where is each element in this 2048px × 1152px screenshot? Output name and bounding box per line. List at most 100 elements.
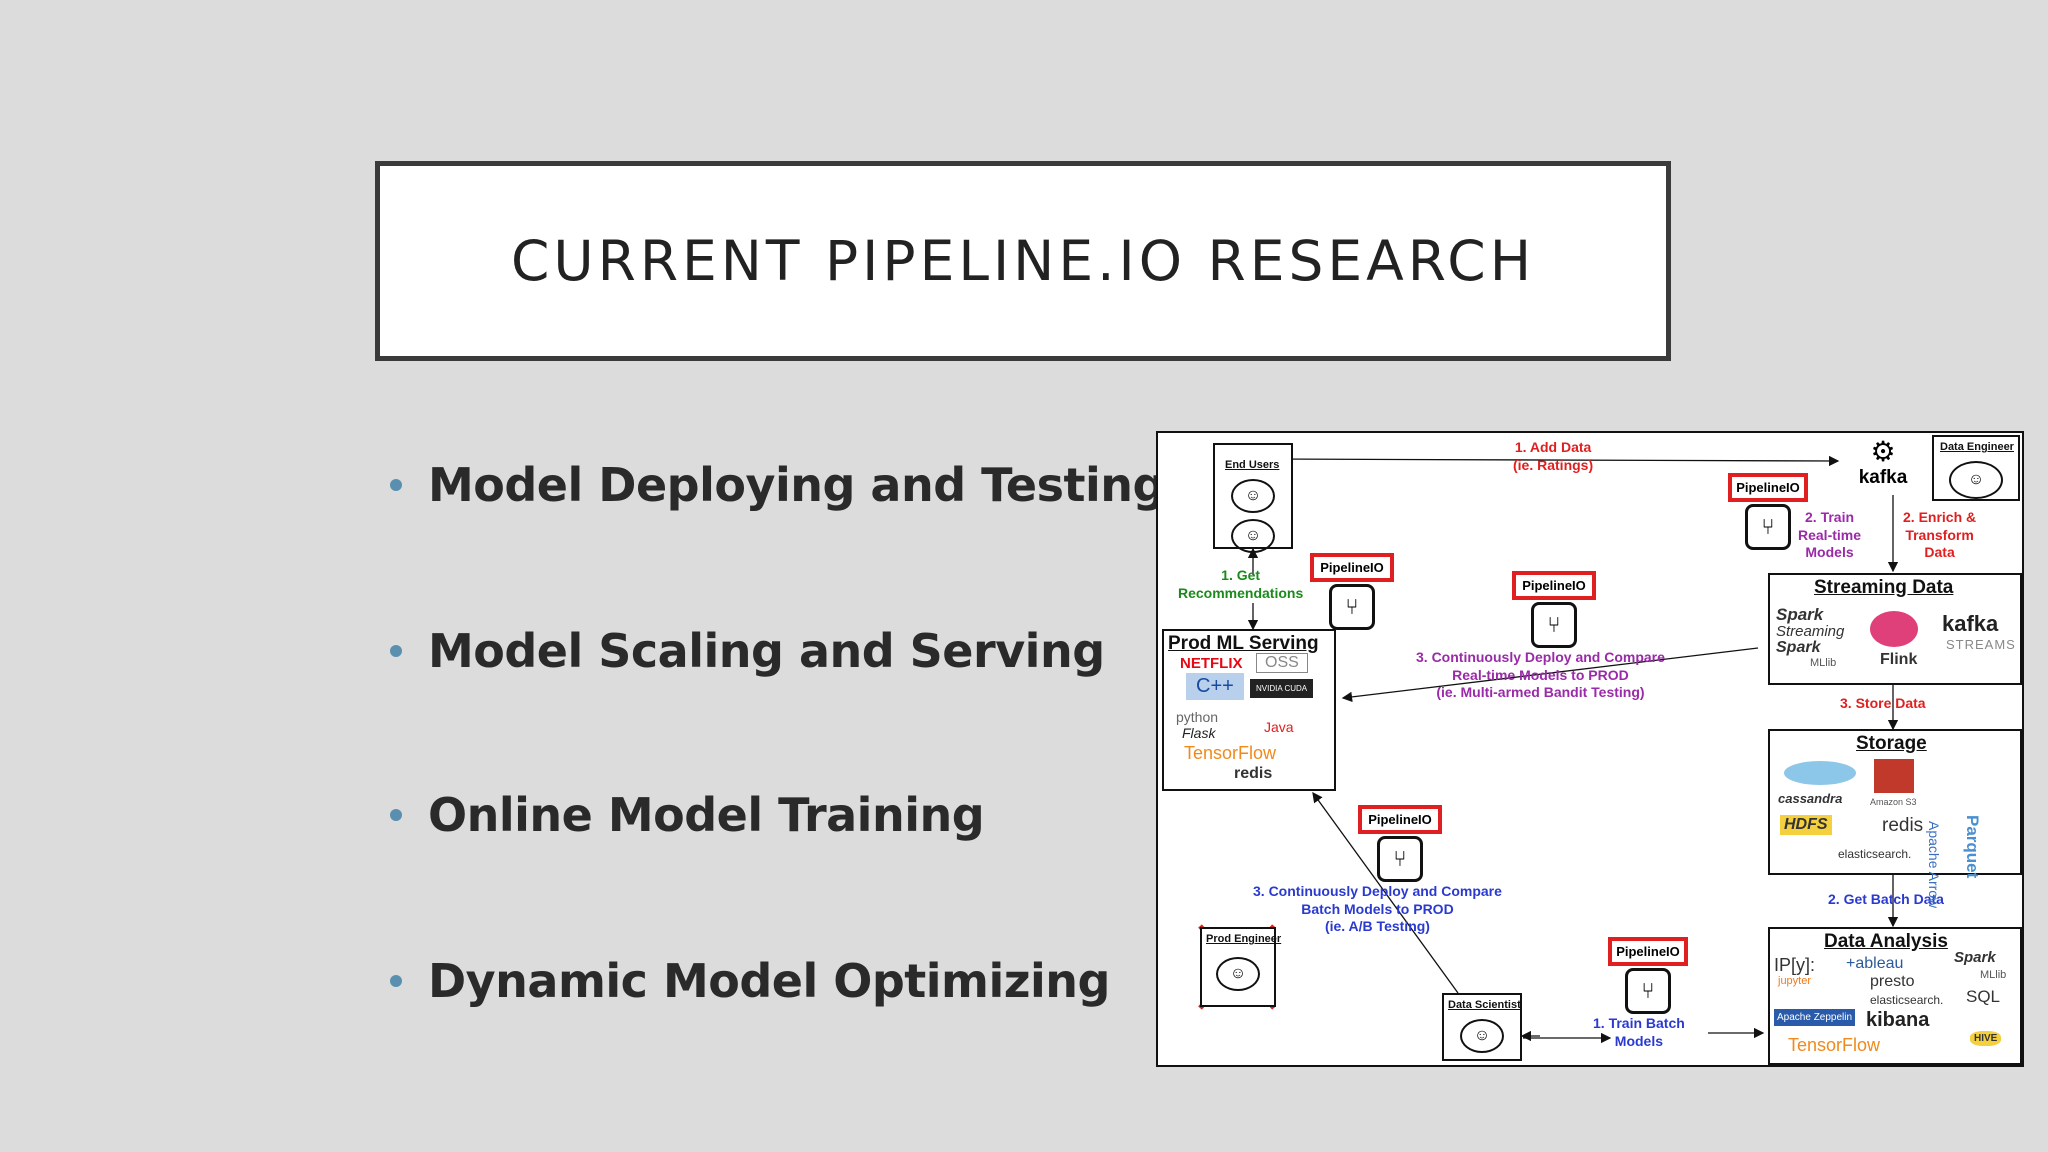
- prod-engineer-face-icon: ☺: [1216, 957, 1260, 991]
- pipelineio-badge: PipelineIO ⑂: [1512, 571, 1596, 648]
- user-face-icon: ☺: [1231, 519, 1275, 553]
- ipython-logo: IP[y]:: [1774, 955, 1816, 975]
- bullet-dot-icon: [390, 809, 402, 821]
- spark-mllib-logo: Spark: [1776, 639, 1821, 656]
- data-scientist-label: Data Scientist: [1448, 999, 1521, 1011]
- end-users-node: End Users ☺ ☺: [1213, 443, 1293, 553]
- data-analysis-label: Data Analysis: [1824, 931, 1948, 952]
- parquet-logo: Parquet: [1963, 815, 1982, 879]
- flask-logo: Flask: [1182, 725, 1216, 741]
- zeppelin-logo: Apache Zeppelin: [1774, 1009, 1856, 1026]
- pipeline-icon: ⑂: [1377, 836, 1423, 882]
- pipelineio-badge: PipelineIO ⑂: [1358, 805, 1442, 882]
- pipeline-icon: ⑂: [1531, 602, 1577, 648]
- kafka-streams-logo: kafka: [1942, 611, 1999, 636]
- pipeline-icon: ⑂: [1329, 584, 1375, 630]
- pipelineio-badge: PipelineIO ⑂: [1608, 937, 1688, 1014]
- s3-logo: Amazon S3: [1870, 797, 1917, 807]
- tableau-logo: +ableau: [1846, 955, 1904, 972]
- bullet-dot-icon: [390, 975, 402, 987]
- kafka-logo: ⚙ kafka: [1848, 437, 1918, 489]
- pipelineio-tag: PipelineIO: [1512, 571, 1596, 600]
- jupyter-logo: jupyter: [1778, 975, 1812, 987]
- redis-storage-logo: redis: [1882, 815, 1924, 836]
- storage-label: Storage: [1856, 733, 1927, 754]
- pipelineio-tag: PipelineIO: [1310, 553, 1394, 582]
- kafka-text: kafka: [1858, 467, 1908, 488]
- prod-engineer-node: Prod Engineer ☺: [1200, 927, 1281, 1007]
- mllib-analysis-label: MLlib: [1980, 969, 2007, 981]
- pipelineio-tag: PipelineIO: [1728, 473, 1808, 502]
- tensorflow-logo: TensorFlow: [1184, 743, 1277, 763]
- streaming-data-label: Streaming Data: [1814, 577, 1954, 598]
- architecture-diagram: End Users ☺ ☺ Data Engineer ☺ ⚙ kafka 1.…: [1156, 431, 2024, 1067]
- elasticsearch-analysis-logo: elasticsearch.: [1870, 993, 1944, 1007]
- s3-bucket-icon: [1874, 759, 1914, 793]
- sql-logo: SQL: [1966, 987, 2001, 1006]
- pipelineio-tag: PipelineIO: [1608, 937, 1688, 966]
- bullet-text: Online Model Training: [428, 788, 985, 842]
- mllib-label: MLlib: [1810, 657, 1837, 669]
- hive-logo: HIVE: [1970, 1031, 2002, 1046]
- cassandra-eye-icon: [1784, 761, 1856, 785]
- bullet-dot-icon: [390, 479, 402, 491]
- prod-ml-serving-label: Prod ML Serving: [1168, 633, 1319, 654]
- slide-title-box: CURRENT PIPELINE.IO RESEARCH: [375, 161, 1671, 361]
- apache-arrow-logo: Apache Arrow: [1926, 821, 1942, 909]
- bullet-item: Dynamic Model Optimizing: [390, 954, 1110, 1008]
- bullet-text: Model Deploying and Testing: [428, 458, 1165, 512]
- pipelineio-badge: PipelineIO ⑂: [1310, 553, 1394, 630]
- spark-logo: Spark: [1776, 605, 1824, 624]
- pipeline-icon: ⑂: [1625, 968, 1671, 1014]
- data-scientist-node: Data Scientist ☺: [1442, 993, 1522, 1061]
- pipelineio-tag: PipelineIO: [1358, 805, 1442, 834]
- edge-store-data: 3. Store Data: [1840, 695, 1926, 711]
- redis-logo: redis: [1234, 765, 1273, 782]
- cassandra-logo: cassandra: [1778, 791, 1843, 806]
- oss-logo: OSS: [1256, 653, 1308, 673]
- prod-ml-serving-node: Prod ML Serving NETFLIX OSS C++ NVIDIA C…: [1162, 629, 1336, 791]
- kafka-icon: ⚙: [1870, 436, 1896, 467]
- netflix-logo: NETFLIX: [1180, 655, 1243, 672]
- slide-title: CURRENT PIPELINE.IO RESEARCH: [510, 229, 1536, 293]
- flink-squirrel-icon: [1870, 611, 1918, 647]
- storage-node: Storage cassandra Amazon S3 HDFS redis e…: [1768, 729, 2022, 908]
- kafka-streams-sub: STREAMS: [1946, 637, 2016, 652]
- hdfs-logo: HDFS: [1780, 815, 1832, 835]
- python-logo: python: [1176, 709, 1219, 725]
- presto-logo: presto: [1870, 973, 1915, 990]
- prod-engineer-label: Prod Engineer: [1206, 933, 1282, 945]
- edge-add-data: 1. Add Data(ie. Ratings): [1513, 439, 1594, 473]
- bullet-item: Model Deploying and Testing: [390, 458, 1165, 512]
- bullet-item: Model Scaling and Serving: [390, 624, 1105, 678]
- user-face-icon: ☺: [1231, 479, 1275, 513]
- flink-logo: Flink: [1880, 651, 1918, 668]
- elasticsearch-logo: elasticsearch.: [1838, 847, 1912, 861]
- bullet-dot-icon: [390, 645, 402, 657]
- tensorflow-analysis-logo: TensorFlow: [1788, 1035, 1881, 1055]
- data-engineer-node: Data Engineer ☺: [1932, 435, 2020, 501]
- spark-analysis-logo: Spark: [1954, 949, 1996, 966]
- bullet-text: Model Scaling and Serving: [428, 624, 1105, 678]
- cpp-logo: C++: [1186, 673, 1244, 700]
- pipelineio-badge: PipelineIO ⑂: [1728, 473, 1808, 550]
- scientist-face-icon: ☺: [1460, 1019, 1504, 1053]
- pipeline-icon: ⑂: [1745, 504, 1791, 550]
- engineer-face-icon: ☺: [1949, 461, 2003, 499]
- nvidia-logo: NVIDIA CUDA: [1250, 679, 1314, 698]
- java-logo: Java: [1264, 719, 1294, 735]
- streaming-data-node: Streaming Data Spark Streaming Spark MLl…: [1768, 573, 2022, 685]
- data-engineer-label: Data Engineer: [1940, 441, 2014, 453]
- bullet-text: Dynamic Model Optimizing: [428, 954, 1110, 1008]
- data-analysis-node: Data Analysis IP[y]: +ableau Spark jupyt…: [1768, 927, 2022, 1065]
- spark-streaming-logo: Streaming: [1776, 623, 1845, 640]
- kibana-logo: kibana: [1866, 1009, 1930, 1031]
- end-users-label: End Users: [1225, 459, 1280, 471]
- bullet-item: Online Model Training: [390, 788, 985, 842]
